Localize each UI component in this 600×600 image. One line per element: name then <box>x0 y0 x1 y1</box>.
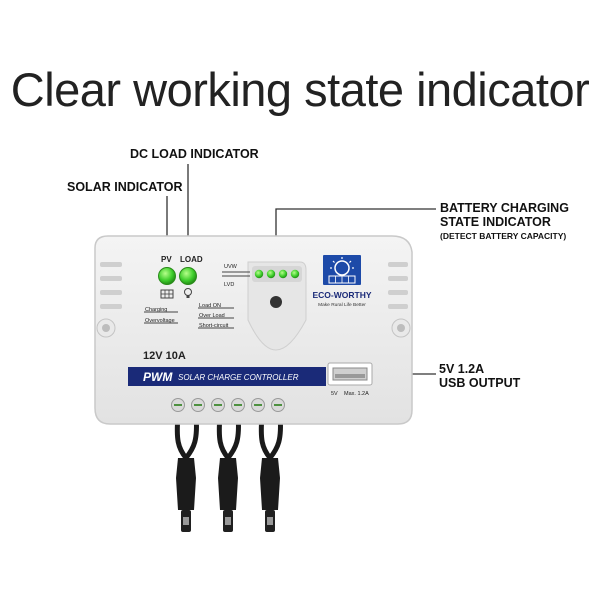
battery-callout-line1: BATTERY CHARGING <box>440 201 569 215</box>
over-load-label: Over Load <box>199 313 225 319</box>
usb-callout-line2: USB OUTPUT <box>439 376 521 390</box>
usb-port-tongue <box>335 374 365 378</box>
uvw-label: UVW <box>224 264 238 270</box>
battery-indicator-callout: BATTERY CHARGING STATE INDICATOR (DETECT… <box>440 201 569 243</box>
battery-led-1 <box>254 269 264 279</box>
terminal-4 <box>231 398 245 412</box>
load-led <box>179 267 197 285</box>
usb-output-callout: 5V 1.2A USB OUTPUT <box>439 362 520 390</box>
banner-title: SOLAR CHARGE CONTROLLER <box>178 373 299 382</box>
brand-tagline: Make Rural Life Better <box>318 302 366 308</box>
terminal-6 <box>271 398 285 412</box>
mount-hole-right-inner <box>397 324 405 332</box>
solar-indicator-callout: SOLAR INDICATOR <box>67 180 183 194</box>
terminal-3 <box>211 398 225 412</box>
rating-label: 12V 10A <box>143 350 186 362</box>
terminal-5 <box>251 398 265 412</box>
terminal-1 <box>171 398 185 412</box>
overvoltage-label: Overvoltage <box>145 318 175 324</box>
pv-status-legend: Charging Overvoltage <box>144 307 178 324</box>
usb-spec-current: Max. 1.2A <box>344 391 369 397</box>
sae-connector-3 <box>260 458 280 532</box>
eco-worthy-logo-icon <box>323 255 361 285</box>
battery-led-strip <box>252 266 302 282</box>
usb-spec-voltage: 5V <box>331 391 338 397</box>
product-banner <box>128 367 326 386</box>
reset-button[interactable] <box>270 296 282 308</box>
lvd-label: LVD <box>224 282 234 288</box>
pv-label: PV <box>161 255 172 264</box>
dc-load-indicator-callout: DC LOAD INDICATOR <box>130 147 259 161</box>
battery-led-4 <box>290 269 300 279</box>
sae-connector-1 <box>176 458 196 532</box>
solar-panel-icon <box>160 289 174 299</box>
bulb-icon <box>184 288 192 298</box>
load-status-legend: Load ON Over Load Short-circuit <box>198 303 234 329</box>
mount-hole-left-inner <box>102 324 110 332</box>
usb-callout-line1: 5V 1.2A <box>439 362 485 376</box>
load-label: LOAD <box>180 255 203 264</box>
battery-led-3 <box>278 269 288 279</box>
brand-name: ECO-WORTHY <box>312 290 371 300</box>
vents-right <box>388 262 408 309</box>
sae-connector-2 <box>218 458 238 532</box>
terminal-2 <box>191 398 205 412</box>
banner-pwm: PWM <box>143 370 173 384</box>
solar-led <box>158 267 176 285</box>
battery-led-2 <box>266 269 276 279</box>
battery-callout-line3: (DETECT BATTERY CAPACITY) <box>440 231 567 241</box>
headline: Clear working state indicator <box>10 63 590 116</box>
short-circuit-label: Short-circuit <box>199 323 229 329</box>
vents-left <box>100 262 122 309</box>
terminal-block <box>171 398 285 412</box>
charging-label: Charging <box>145 307 167 313</box>
battery-callout-line2: STATE INDICATOR <box>440 215 551 229</box>
load-on-label: Load ON <box>199 303 221 309</box>
